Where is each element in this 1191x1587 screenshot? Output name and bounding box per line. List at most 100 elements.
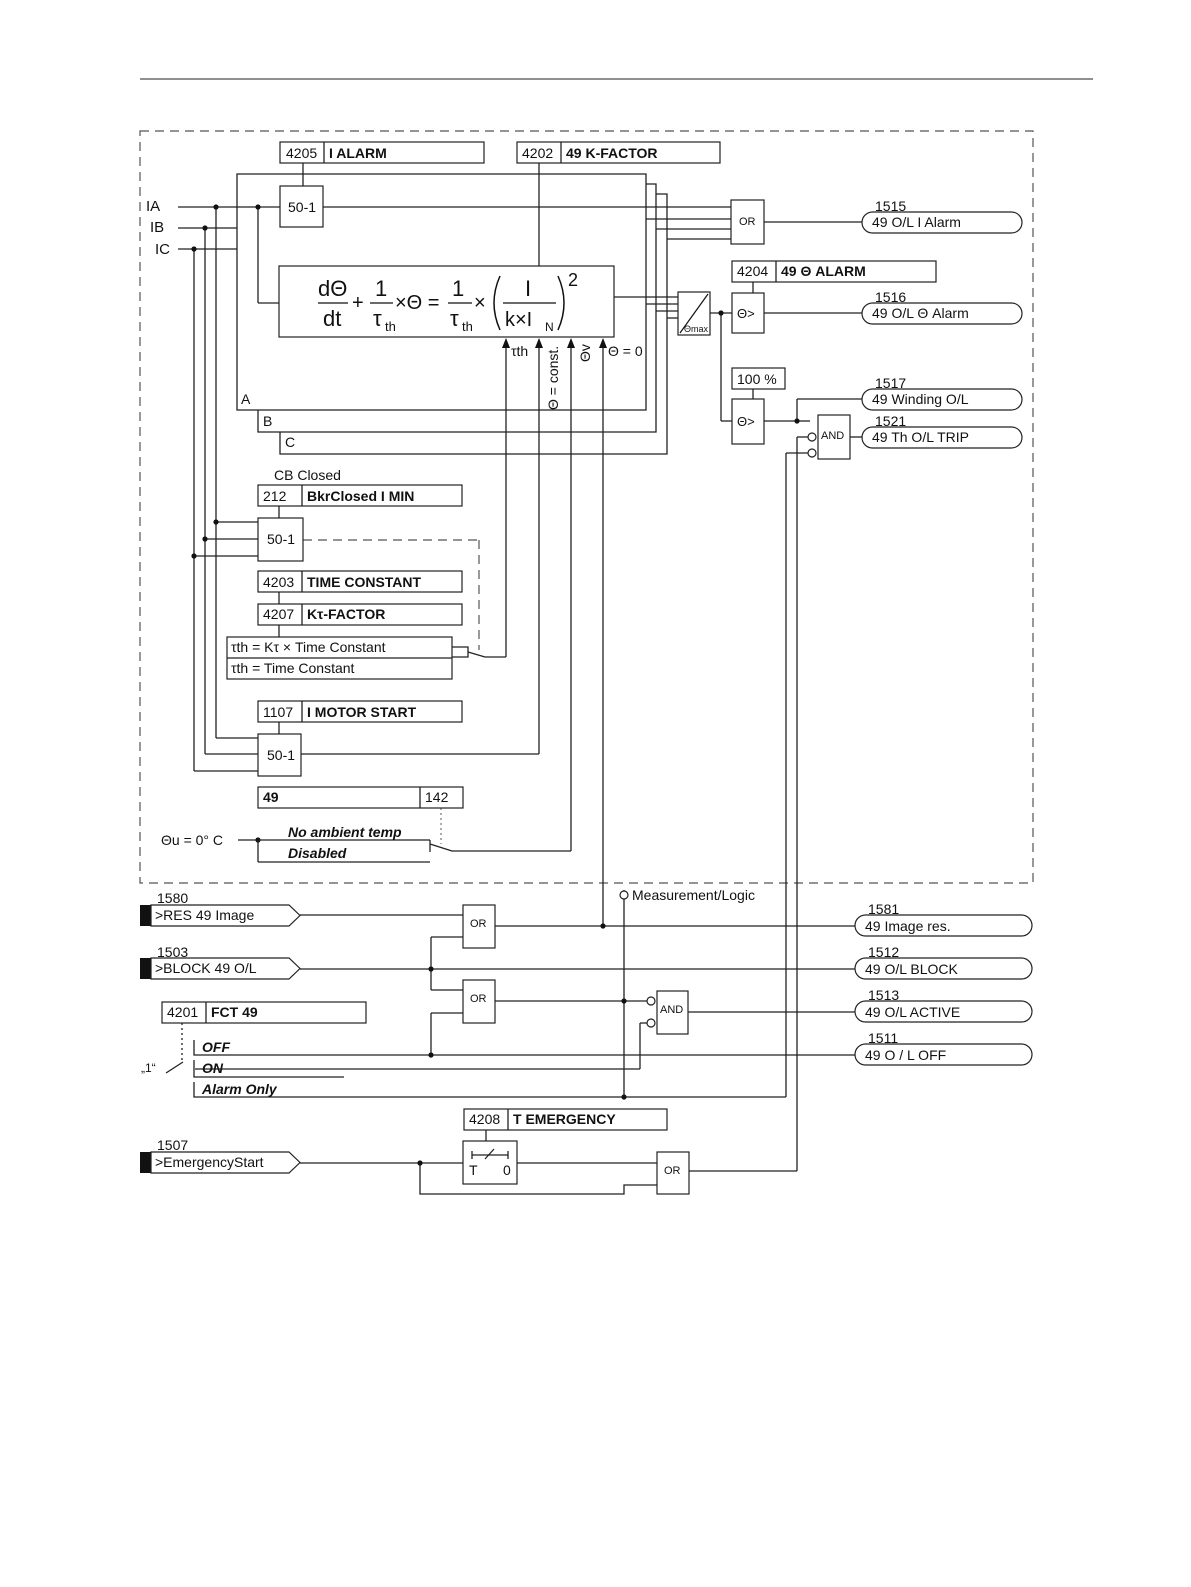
measurement-logic-marker — [619, 890, 629, 900]
timer-block: T 0 — [462, 1140, 518, 1185]
gate-label: OR — [470, 993, 487, 1005]
setting-num: 212 — [263, 488, 287, 504]
setting-bkr-closed: 212 BkrClosed I MIN — [257, 484, 463, 518]
formula-kxi: k×I — [505, 309, 532, 331]
comparator-label: Θ> — [737, 306, 755, 321]
theta-max-block: Θmax — [677, 291, 711, 336]
timer-zero: 0 — [503, 1162, 511, 1178]
input-num: 1507 — [157, 1137, 188, 1153]
fct-option-on: ON — [202, 1060, 224, 1076]
ambient-option-2: Disabled — [288, 845, 347, 861]
theta-gt-alarm: Θ> — [731, 292, 765, 334]
ambient-selector: No ambient temp Disabled — [257, 824, 430, 863]
setting-label: I MOTOR START — [307, 704, 417, 720]
logic-one-label: „1“ — [141, 1061, 156, 1075]
tau-input-label: τth — [511, 343, 528, 359]
output-num: 1511 — [868, 1030, 898, 1046]
setting-k-factor: 4202 49 K-FACTOR — [516, 141, 721, 164]
setting-num: 1107 — [263, 704, 293, 720]
setting-motor-start: 1107 I MOTOR START — [257, 700, 463, 723]
and-gate-active: AND — [646, 990, 689, 1035]
setting-label: TIME CONSTANT — [307, 574, 422, 590]
theta-v-label: Θv — [577, 344, 593, 362]
tau-option-1: τth = Kτ × Time Constant — [231, 639, 386, 655]
formula-one-b: 1 — [452, 276, 464, 301]
output-label: 49 O/L ACTIVE — [865, 1004, 960, 1020]
output-label: 49 O/L Θ Alarm — [872, 305, 969, 321]
input-label: >EmergencyStart — [155, 1154, 264, 1170]
input-num: 1580 — [157, 890, 188, 906]
const-input-label: Θ = const. — [545, 346, 561, 410]
output-1516: 1516 49 O/L Θ Alarm — [861, 289, 1023, 325]
and-gate-trip: AND — [807, 414, 851, 460]
function-boundary — [139, 130, 1034, 884]
formula-dtheta: dΘ — [318, 276, 347, 301]
output-label: 49 Winding O/L — [872, 391, 969, 407]
output-num: 1513 — [868, 987, 899, 1003]
setting-100-percent: 100 % — [731, 367, 786, 390]
thermal-formula: dΘ dt + 1 τ th ×Θ = 1 τ th × I k×I N 2 — [278, 265, 615, 338]
output-label: 49 Th O/L TRIP — [872, 429, 969, 445]
setting-num: 4203 — [263, 574, 294, 590]
output-num: 1581 — [868, 901, 899, 917]
setting-theta-alarm: 4204 49 Θ ALARM — [731, 260, 937, 283]
gate-label: AND — [821, 430, 844, 442]
input-ic-label: IC — [155, 241, 170, 258]
formula-dt: dt — [323, 306, 341, 331]
fct-option-alarm-only: Alarm Only — [201, 1081, 278, 1097]
setting-fct49: 4201 FCT 49 — [161, 1001, 367, 1024]
formula-tau-b: τ — [450, 306, 459, 331]
formula-th-a: th — [385, 319, 396, 334]
cb-closed-label: CB Closed — [274, 467, 341, 483]
setting-num: 4208 — [469, 1111, 500, 1127]
or-gate-block: OR — [462, 979, 496, 1024]
relay-label: 50-1 — [267, 531, 295, 547]
or-gate-i-alarm: OR — [730, 199, 765, 245]
relay-label: 50-1 — [267, 747, 295, 763]
gate-label: OR — [739, 216, 756, 228]
or-gate-emergency: OR — [656, 1151, 690, 1195]
output-label: 49 Image res. — [865, 918, 951, 934]
formula-plus: + — [352, 292, 364, 314]
binary-input-1507: 1507 >EmergencyStart — [140, 1137, 301, 1174]
theta-zero-label: Θ = 0 — [608, 343, 643, 359]
output-1513: 1513 49 O/L ACTIVE — [854, 987, 1033, 1023]
output-label: 49 O/L BLOCK — [865, 961, 959, 977]
ambient-option-1: No ambient temp — [288, 824, 402, 840]
input-label: >RES 49 Image — [155, 907, 254, 923]
relay-50-1-alarm: 50-1 — [279, 185, 324, 228]
junction-dots — [191, 204, 800, 1166]
input-ib-label: IB — [150, 219, 164, 236]
timer-t: T — [469, 1162, 478, 1178]
setting-label: Kτ-FACTOR — [307, 606, 385, 622]
fct-option-off: OFF — [202, 1039, 230, 1055]
relay-label: 50-1 — [288, 199, 316, 215]
binary-input-1580: 1580 >RES 49 Image — [140, 890, 301, 927]
binary-input-1503: 1503 >BLOCK 49 O/L — [140, 944, 301, 980]
setting-num: 142 — [425, 789, 449, 805]
theta-max-label: Θmax — [684, 324, 709, 334]
or-gate-reset: OR — [462, 904, 496, 949]
input-label: >BLOCK 49 O/L — [155, 960, 257, 976]
output-num: 1512 — [868, 944, 899, 960]
setting-num: 4201 — [167, 1004, 198, 1020]
output-1517: 1517 49 Winding O/L — [861, 375, 1023, 411]
tau-selector: τth = Kτ × Time Constant τth = Time Cons… — [226, 636, 453, 680]
arrowheads — [502, 338, 607, 348]
relay-50-1-bkr: 50-1 — [257, 517, 304, 562]
formula-th-b: th — [462, 319, 473, 334]
setting-label: 49 Θ ALARM — [781, 263, 866, 279]
relay-50-1-motor: 50-1 — [257, 733, 302, 777]
tau-option-2: τth = Time Constant — [231, 660, 355, 676]
formula-one-a: 1 — [375, 276, 387, 301]
measurement-logic-label: Measurement/Logic — [632, 887, 755, 903]
setting-label: FCT 49 — [211, 1004, 258, 1020]
output-1581: 1581 49 Image res. — [854, 901, 1033, 937]
input-num: 1503 — [157, 944, 188, 960]
output-1521: 1521 49 Th O/L TRIP — [861, 413, 1023, 449]
setting-label: 49 K-FACTOR — [566, 145, 658, 161]
percent-label: 100 % — [737, 371, 777, 387]
formula-square: 2 — [568, 270, 578, 290]
phase-a-label: A — [241, 391, 251, 407]
gate-label: OR — [664, 1165, 681, 1177]
